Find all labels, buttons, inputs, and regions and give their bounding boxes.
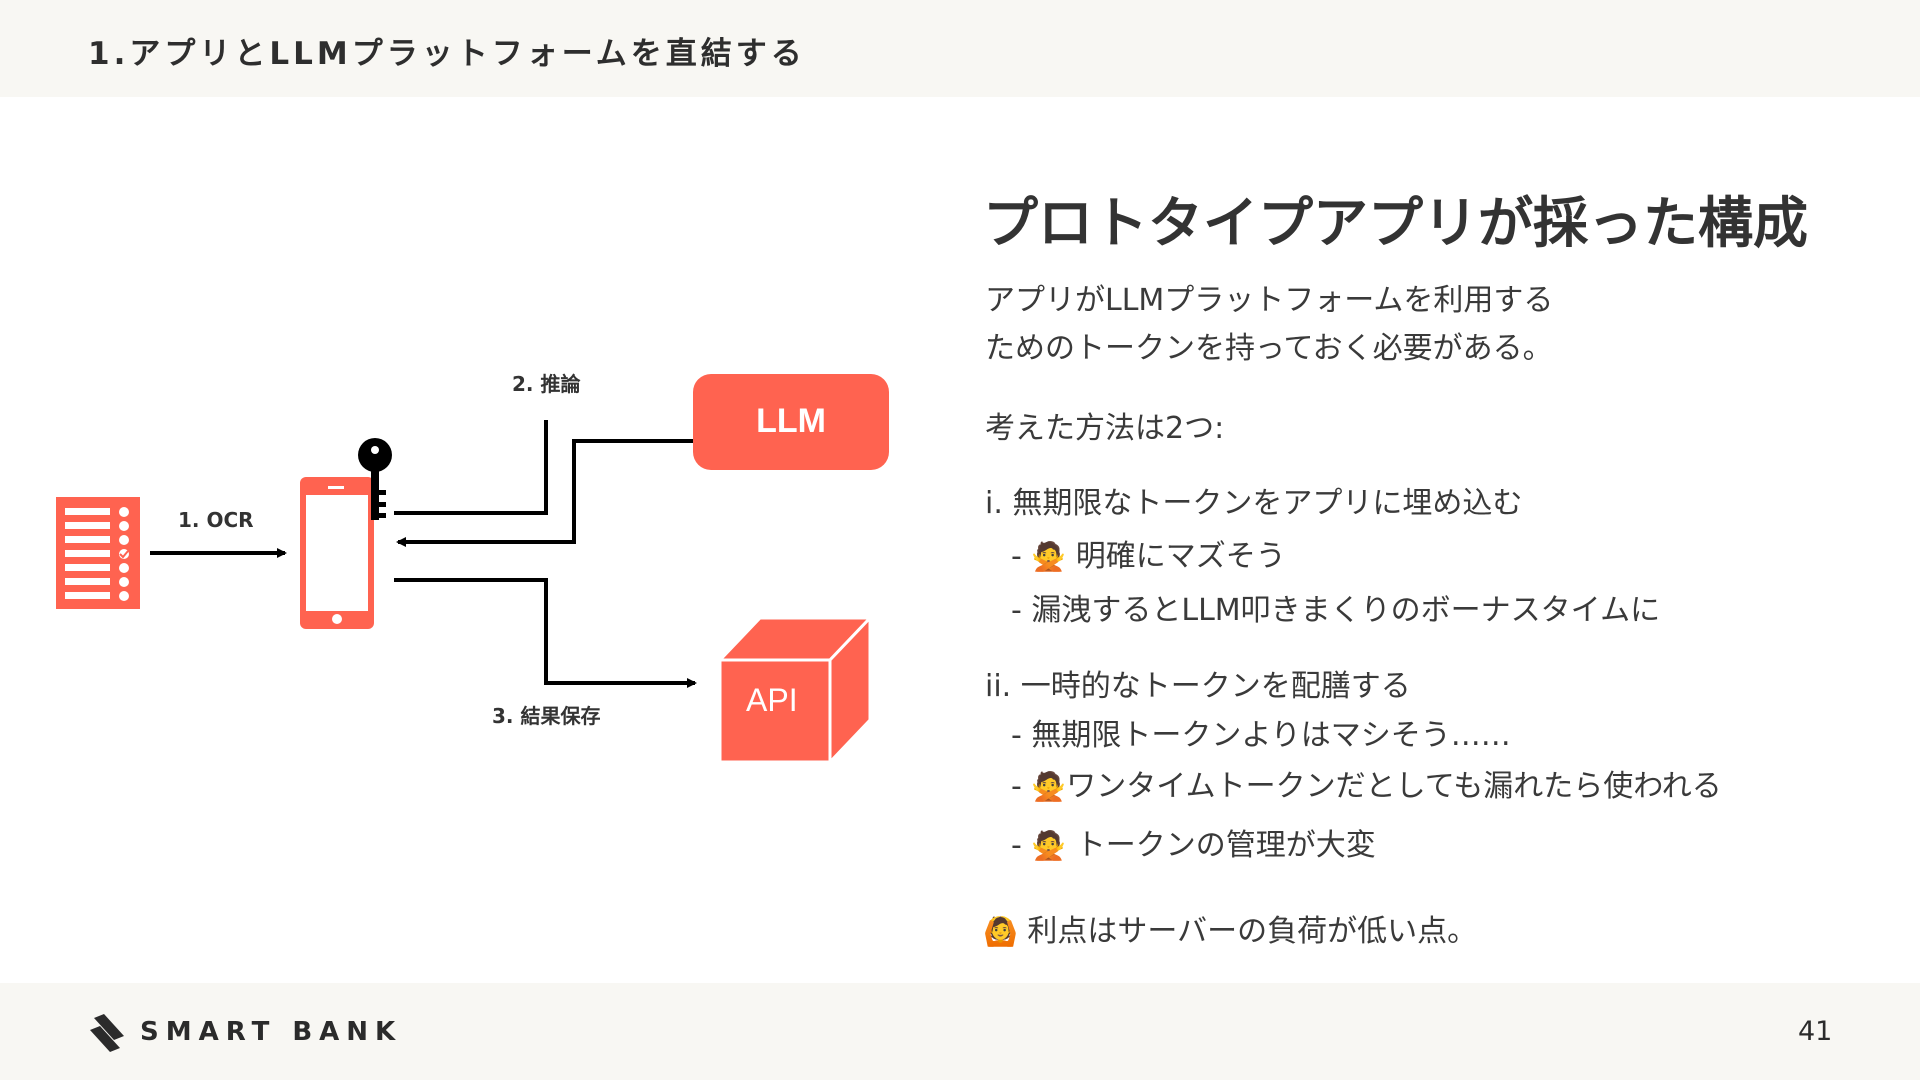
document-icon [56,497,140,609]
option-1-bullet-1: - 🙅 明確にマズそう [1011,531,1286,575]
conclusion: 🙆 利点はサーバーの負荷が低い点。 [983,906,1477,950]
api-cube [716,614,874,766]
llm-box-label: LLM [756,402,826,440]
option-2-bullet-2-text: ワンタイムトークンだとしても漏れたら使われる [1066,769,1722,804]
logo-text: SMART BANK [140,1017,403,1047]
section-title: 1.アプリとLLMプラットフォームを直結する [88,36,806,72]
intro-line-2: ためのトークンを持っておく必要がある。 [985,331,1553,366]
diagram-svg [56,420,874,766]
no-gesture-icon: 🙅 [1031,770,1067,803]
option-2-heading: ii. 一時的なトークンを配膳する [985,669,1411,704]
smartbank-logo: SMART BANK [90,1012,395,1054]
llm-box: LLM [693,374,889,470]
no-gesture-icon: 🙅 [1031,540,1067,573]
logo-mark-icon [90,1014,124,1052]
inference-request-arrow [394,420,548,515]
option-1-heading: i. 無期限なトークンをアプリに埋め込む [985,486,1523,521]
page-number: 41 [1798,1016,1833,1047]
intro-line-1: アプリがLLMプラットフォームを利用する [985,283,1554,318]
inference-response-arrow [396,439,695,547]
methods-heading: 考えた方法は2つ: [985,411,1225,446]
option-2-bullet-2: - 🙅ワンタイムトークンだとしても漏れたら使われる [1011,761,1722,805]
bullet-dash: - [1011,539,1032,574]
save-result-arrow [394,578,697,688]
bullet-dash: - [1011,828,1032,863]
bullet-dash: - [1011,769,1032,804]
slide-title: プロトタイプアプリが採った構成 [983,191,1809,255]
option-2-bullet-1: - 無期限トークンよりはマシそう…… [1011,718,1511,753]
option-1-bullet-1-text: 明確にマズそう [1066,539,1286,574]
api-box-label: API [746,682,798,718]
option-2-bullet-3: - 🙅 トークンの管理が大変 [1011,820,1376,864]
ocr-label: 1. OCR [178,508,254,532]
ok-gesture-icon: 🙆 [983,915,1018,948]
option-1-bullet-2: - 漏洩するとLLM叩きまくりのボーナスタイムに [1011,593,1661,628]
smartphone-icon [300,477,374,629]
slide-header: 1.アプリとLLMプラットフォームを直結する [0,0,1920,97]
save-result-label: 3. 結果保存 [492,704,601,728]
option-2-bullet-3-text: トークンの管理が大変 [1066,828,1376,863]
no-gesture-icon: 🙅 [1031,829,1067,862]
key-icon [358,438,392,520]
conclusion-text: 利点はサーバーの負荷が低い点。 [1017,914,1478,949]
inference-label: 2. 推論 [512,372,581,396]
slide-footer [0,983,1920,1080]
architecture-diagram: 1. OCR 2. 推論 3. 結果保存 LLM API [40,372,920,780]
